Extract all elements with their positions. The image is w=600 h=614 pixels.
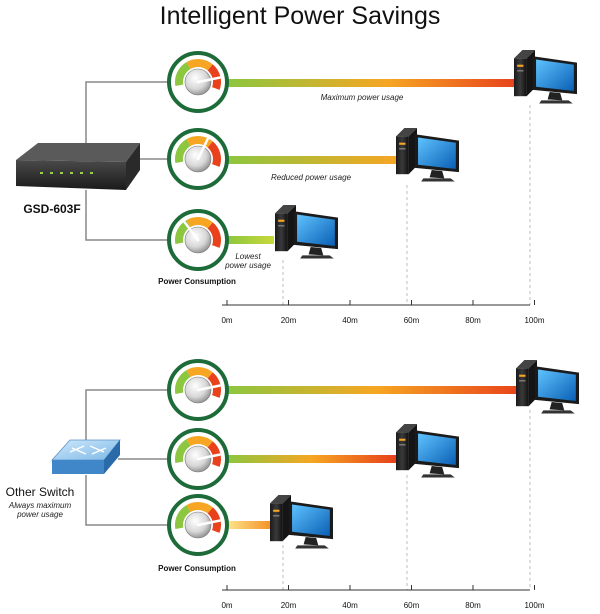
top-computer-60m <box>396 128 459 182</box>
top-tick-label-1: 20m <box>281 316 297 325</box>
top-gauge-reduced <box>167 128 229 190</box>
bottom-gauge-60m <box>167 428 229 490</box>
bottom-tick-label-1: 20m <box>281 601 297 610</box>
bottom-connector-lines <box>85 389 170 526</box>
top-bar-max <box>228 79 518 87</box>
top-gauge-max <box>167 51 229 113</box>
bottom-distance-axis: 0m 20m 40m 60m 80m 100m <box>221 585 545 610</box>
bottom-gauge-20m <box>167 494 229 556</box>
top-distance-axis: 0m 20m 40m 60m 80m 100m <box>221 300 545 325</box>
bottom-computer-100m <box>516 360 579 414</box>
bottom-computer-60m <box>396 424 459 478</box>
bottom-bar-60m <box>228 455 396 463</box>
top-tick-label-0: 0m <box>221 316 232 325</box>
top-caption-reduced: Reduced power usage <box>271 173 352 182</box>
gsd-603f-switch-icon <box>16 143 140 190</box>
top-consumption-label: Power Consumption <box>158 277 236 286</box>
bottom-tick-label-0: 0m <box>221 601 232 610</box>
bottom-tick-label-5: 100m <box>524 601 544 610</box>
bottom-bar-100m <box>228 386 523 394</box>
bottom-gauge-100m <box>167 359 229 421</box>
top-tick-label-4: 80m <box>465 316 481 325</box>
page-title: Intelligent Power Savings <box>159 2 441 30</box>
other-switch-icon <box>51 439 121 474</box>
bottom-device-name: Other Switch <box>6 485 75 499</box>
top-tick-label-5: 100m <box>524 316 544 325</box>
top-distance-guides <box>282 105 531 305</box>
top-tick-label-3: 60m <box>404 316 420 325</box>
bottom-device-note-1: Always maximum <box>8 501 72 510</box>
top-device-name: GSD-603F <box>23 202 80 216</box>
top-bar-reduced <box>228 156 396 164</box>
bottom-tick-label-4: 80m <box>465 601 481 610</box>
top-tick-label-2: 40m <box>342 316 358 325</box>
top-caption-lowest-1: Lowest <box>235 252 261 261</box>
bottom-tick-label-3: 60m <box>404 601 420 610</box>
bottom-bar-20m <box>228 521 274 529</box>
top-computer-100m <box>514 50 577 104</box>
bottom-computer-20m <box>270 495 333 549</box>
top-caption-max: Maximum power usage <box>321 93 404 102</box>
top-caption-lowest-2: power usage <box>224 261 271 270</box>
top-gauge-lowest <box>167 209 229 271</box>
top-bar-lowest <box>228 236 274 244</box>
bottom-consumption-label: Power Consumption <box>158 564 236 573</box>
top-computer-20m <box>275 205 338 259</box>
bottom-distance-guides <box>282 410 531 590</box>
bottom-tick-label-2: 40m <box>342 601 358 610</box>
bottom-device-note-2: power usage <box>16 510 63 519</box>
